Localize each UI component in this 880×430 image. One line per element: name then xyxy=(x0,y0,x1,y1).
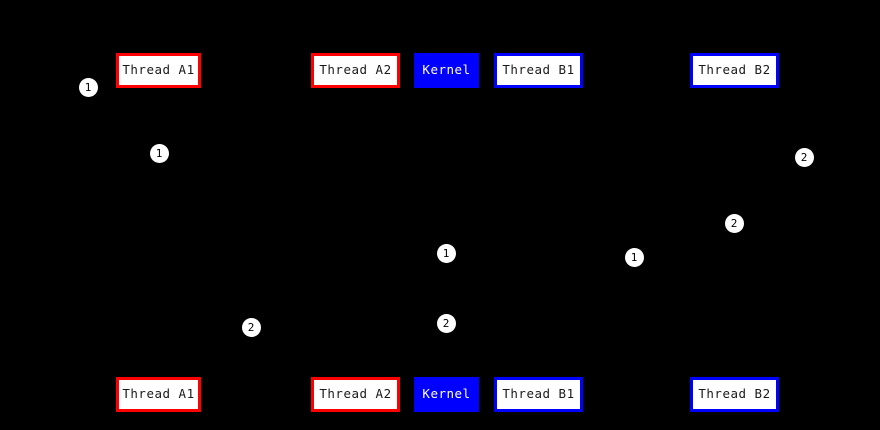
lifeline-thread-b1 xyxy=(537,88,539,377)
message-arrow-msg-1[interactable] xyxy=(158,150,355,156)
participant-box-thread-a2-top[interactable]: Thread A2 xyxy=(311,53,400,88)
sequence-marker-number: 2 xyxy=(442,316,450,330)
sequence-marker-marker-1-d[interactable]: 1 xyxy=(624,247,644,267)
lifeline-stub-thread-a2-top xyxy=(353,86,357,90)
sequence-marker-number: 1 xyxy=(630,250,638,264)
lifeline-stub-thread-b1-top xyxy=(536,86,540,90)
message-arrow-msg-2[interactable] xyxy=(538,220,734,226)
participant-box-thread-b2-bottom[interactable]: Thread B2 xyxy=(690,377,779,412)
participant-label-kernel: Kernel xyxy=(422,386,471,402)
lifeline-kernel xyxy=(445,88,447,377)
sequence-marker-marker-1-a[interactable]: 1 xyxy=(78,77,98,97)
lifeline-stub-thread-a1-top xyxy=(156,86,160,90)
lifeline-stub-thread-b2-top xyxy=(732,86,736,90)
sequence-marker-number: 2 xyxy=(730,216,738,230)
participant-box-kernel-top[interactable]: Kernel xyxy=(414,53,479,88)
sequence-marker-marker-1-b[interactable]: 1 xyxy=(149,143,169,163)
sequence-marker-marker-2-d[interactable]: 2 xyxy=(436,313,456,333)
lifeline-stub-kernel-top xyxy=(444,86,448,90)
participant-label-thread-a2: Thread A2 xyxy=(319,62,392,78)
participant-label-thread-b2: Thread B2 xyxy=(698,386,771,402)
sequence-marker-number: 1 xyxy=(155,146,163,160)
participant-label-thread-b1: Thread B1 xyxy=(502,62,575,78)
message-arrow-msg-4[interactable] xyxy=(355,320,446,326)
sequence-marker-number: 1 xyxy=(442,246,450,260)
sequence-marker-marker-2-b[interactable]: 2 xyxy=(724,213,744,233)
sequence-marker-marker-1-c[interactable]: 1 xyxy=(436,243,456,263)
message-arrow-msg-3[interactable] xyxy=(446,254,538,260)
participant-label-thread-a1: Thread A1 xyxy=(122,62,195,78)
lifeline-thread-a1 xyxy=(157,88,159,377)
sequence-marker-marker-2-a[interactable]: 2 xyxy=(794,147,814,167)
participant-label-thread-a1: Thread A1 xyxy=(122,386,195,402)
sequence-marker-marker-2-c[interactable]: 2 xyxy=(241,317,261,337)
participant-box-thread-a1-top[interactable]: Thread A1 xyxy=(116,53,201,88)
participant-box-thread-b1-top[interactable]: Thread B1 xyxy=(494,53,583,88)
sequence-marker-number: 2 xyxy=(247,320,255,334)
sequence-marker-number: 1 xyxy=(84,80,92,94)
participant-label-thread-b2: Thread B2 xyxy=(698,62,771,78)
lifeline-thread-a2 xyxy=(354,88,356,377)
lifeline-thread-b2 xyxy=(733,88,735,377)
participant-box-thread-b2-top[interactable]: Thread B2 xyxy=(690,53,779,88)
sequence-marker-number: 2 xyxy=(800,150,808,164)
participant-box-kernel-bottom[interactable]: Kernel xyxy=(414,377,479,412)
participant-label-thread-b1: Thread B1 xyxy=(502,386,575,402)
participant-box-thread-b1-bottom[interactable]: Thread B1 xyxy=(494,377,583,412)
participant-box-thread-a2-bottom[interactable]: Thread A2 xyxy=(311,377,400,412)
participant-box-thread-a1-bottom[interactable]: Thread A1 xyxy=(116,377,201,412)
participant-label-kernel: Kernel xyxy=(422,62,471,78)
participant-label-thread-a2: Thread A2 xyxy=(319,386,392,402)
